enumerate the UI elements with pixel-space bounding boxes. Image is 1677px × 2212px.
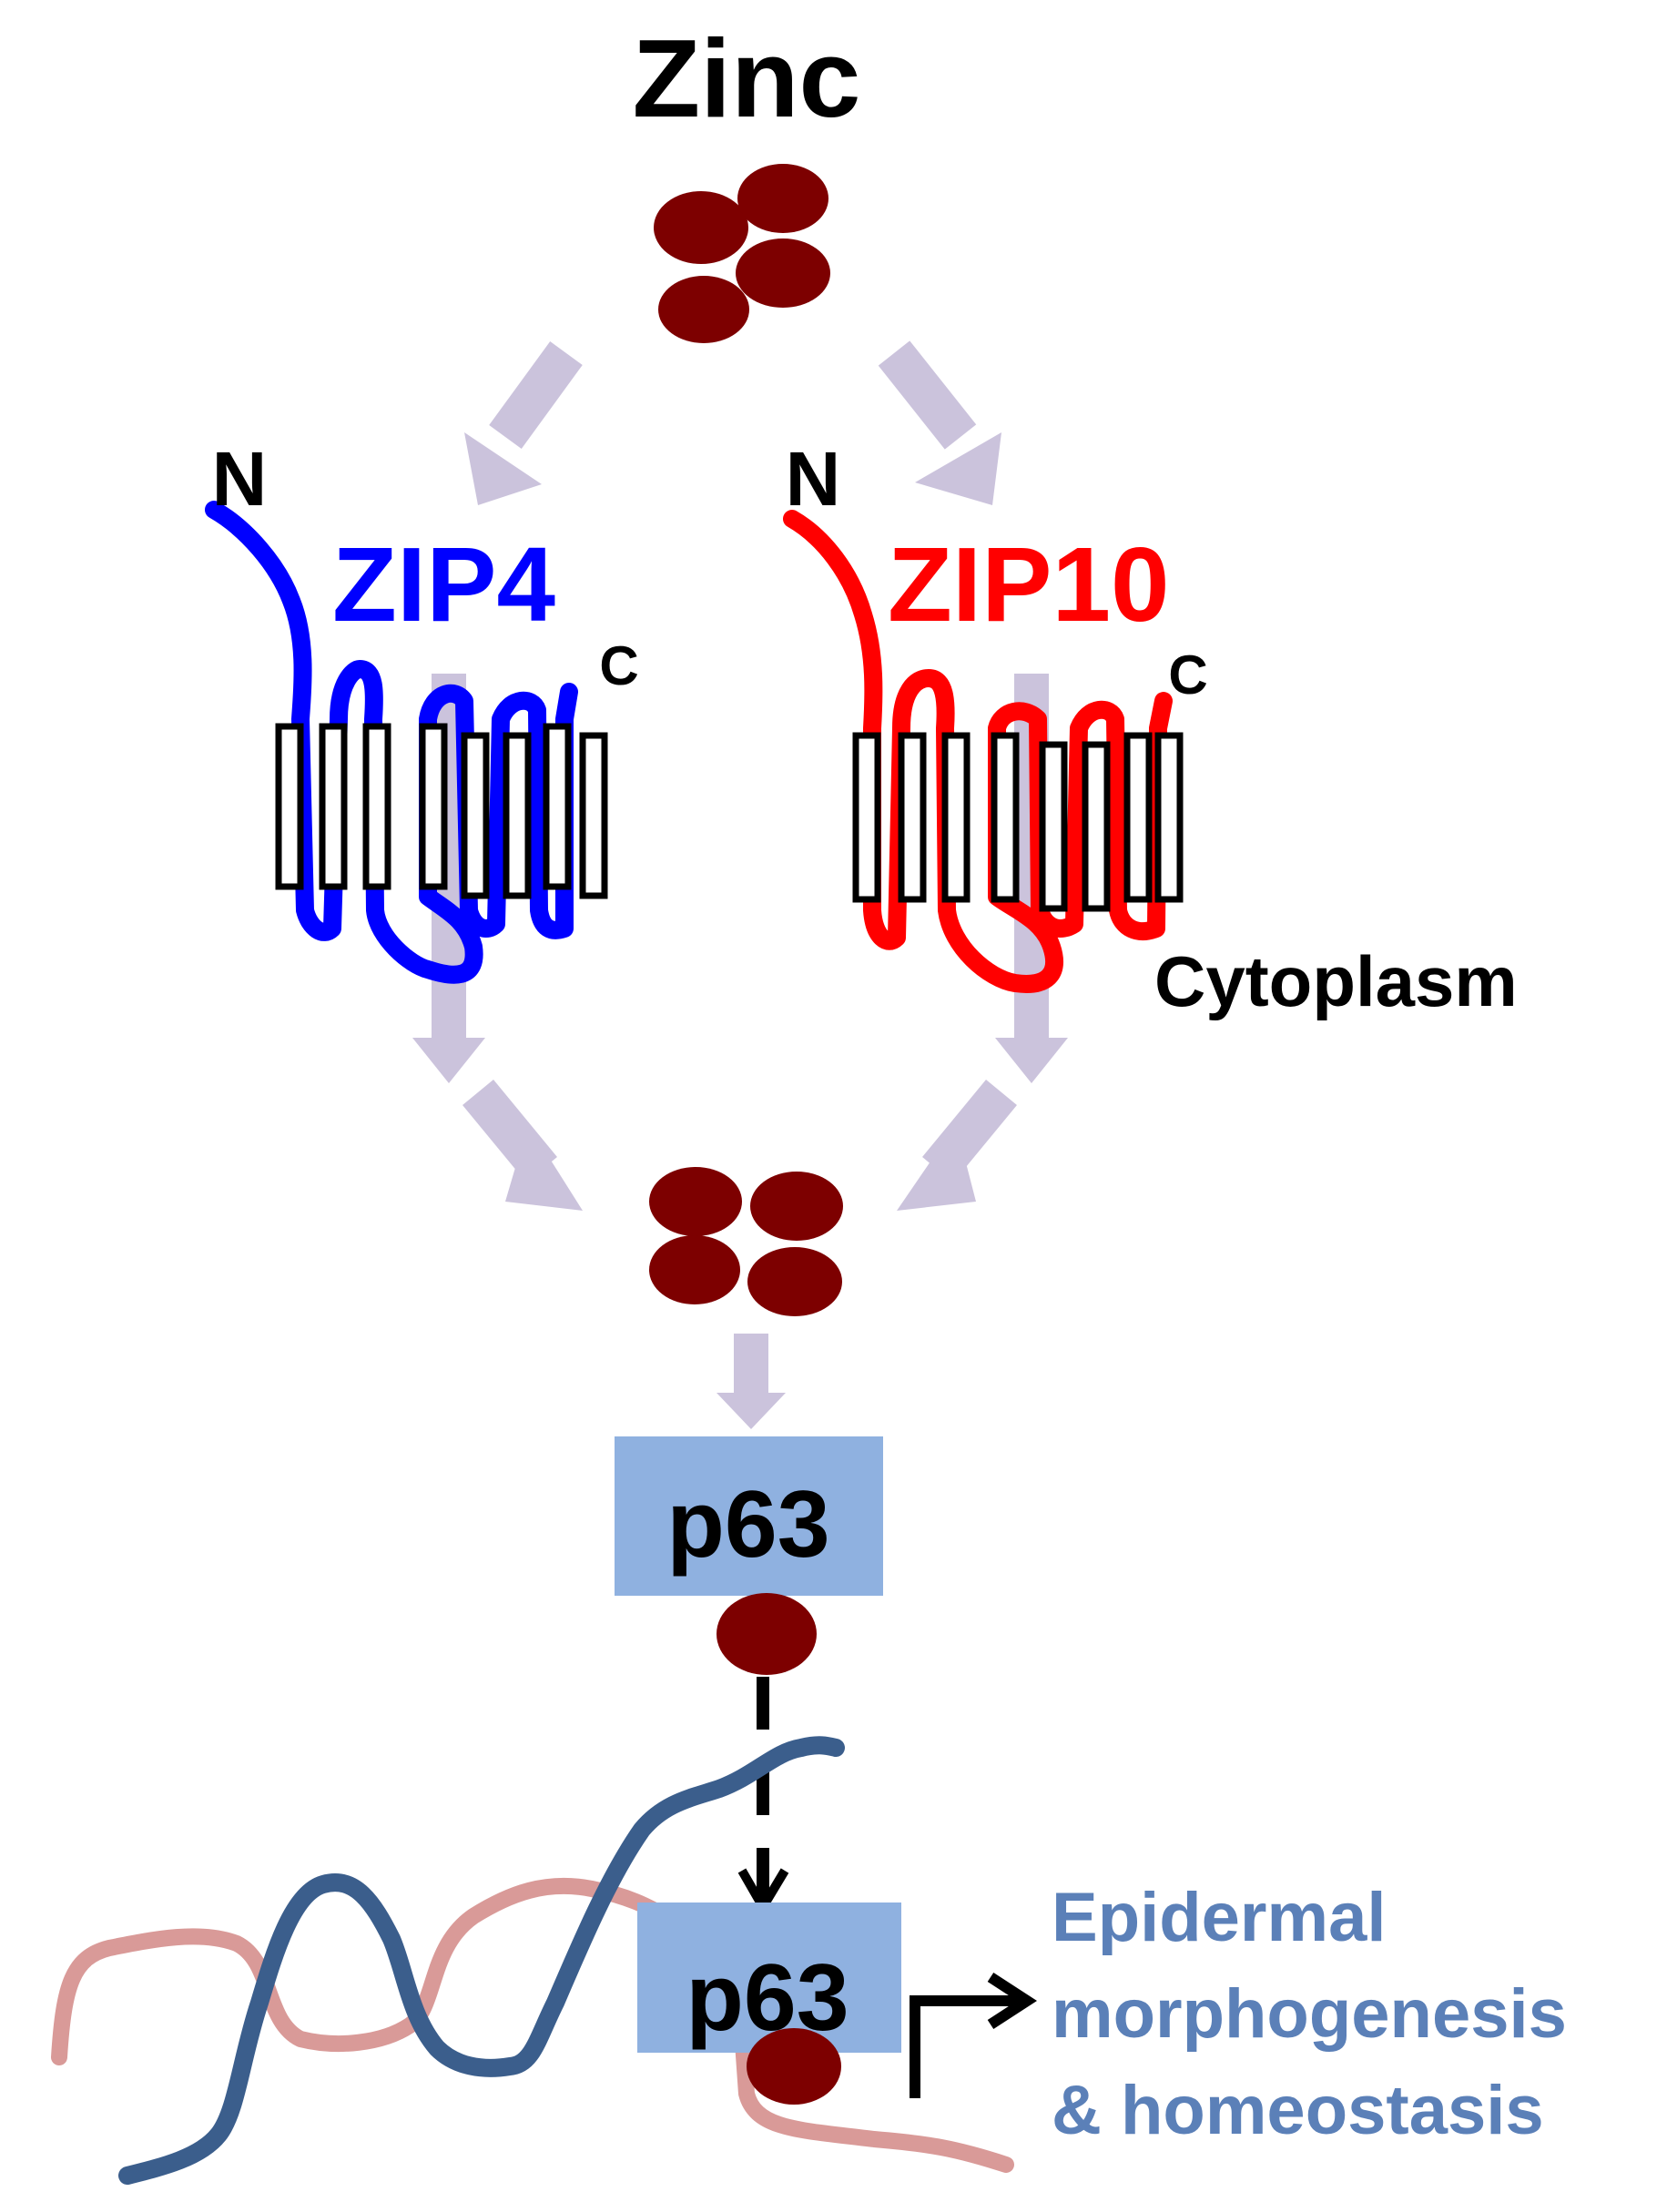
zip4-tm-helix	[319, 723, 348, 890]
outcome-line-3: & homeostasis	[1052, 2072, 1544, 2149]
zip4-c-terminus-label: C	[599, 635, 638, 696]
zinc-ion	[747, 1247, 842, 1316]
p63-box	[615, 1436, 883, 1596]
outcome-line-2: morphogenesis	[1052, 1975, 1567, 2053]
zip4-polypeptide-chain	[205, 501, 578, 984]
zinc-ion	[658, 276, 749, 343]
p63-dna-bound-zinc	[747, 2028, 841, 2105]
zip4-transporter: N ZIP4 C	[205, 436, 639, 984]
cytoplasm-label: Cytoplasm	[1154, 941, 1518, 1021]
zinc-to-p63-arrow	[717, 1334, 786, 1429]
zip10-tm-helix	[1154, 732, 1184, 903]
p63-label: p63	[666, 1472, 829, 1578]
zinc-ion	[736, 238, 830, 308]
zip10-tm-helix	[852, 732, 881, 903]
dna-strand-light	[51, 1877, 1014, 2173]
zip10-c-terminus-label: C	[1168, 644, 1207, 705]
zip4-n-terminus-label: N	[212, 436, 268, 522]
zinc-title: Zinc	[633, 16, 861, 140]
zip4-tm-helix	[419, 723, 448, 890]
extracellular-zinc-cluster	[654, 164, 830, 343]
zip10-tm-helix	[1123, 732, 1153, 903]
zip4-tm-helix	[503, 732, 532, 899]
p63-dna-bound-box	[637, 1903, 901, 2053]
cytoplasm-arrow-right	[897, 1080, 1017, 1211]
zip10-n-terminus-label: N	[786, 436, 841, 522]
dna-strand-dark	[118, 1736, 845, 2185]
zip4-label: ZIP4	[332, 525, 555, 644]
zip10-tm-helix	[898, 732, 927, 903]
zip4-tm-helix	[579, 732, 608, 899]
zip10-tm-helix	[1082, 741, 1111, 912]
cytoplasm-arrow-left	[462, 1080, 583, 1211]
transcription-start-arrow	[910, 1972, 1038, 2098]
uptake-arrow-right	[878, 340, 1001, 505]
zip4-tm-helix	[543, 723, 572, 890]
zip4-tm-helix	[362, 723, 391, 890]
nuclear-translocation-arrow	[737, 1677, 789, 1916]
zip10-transporter: N ZIP10 C	[783, 436, 1208, 993]
zip10-tm-helix	[991, 732, 1020, 903]
zip10-tm-helix	[941, 732, 971, 903]
zip10-label: ZIP10	[888, 525, 1169, 644]
p63-dna-bound-label: p63	[686, 1945, 849, 2051]
outcome-line-1: Epidermal	[1052, 1879, 1386, 1956]
uptake-arrow-left	[464, 341, 583, 505]
intracellular-zinc-cluster	[649, 1167, 843, 1316]
zip10-tm-helix	[1039, 741, 1068, 912]
zip4-tm-helix	[461, 732, 490, 899]
zinc-ion	[649, 1167, 742, 1236]
zinc-ion	[737, 164, 828, 233]
p63-bound-zinc	[717, 1593, 817, 1675]
zip10-polypeptide-chain	[783, 510, 1173, 993]
zinc-ion	[750, 1172, 843, 1241]
zip4-tm-helix	[275, 723, 304, 890]
zinc-ion	[654, 191, 748, 264]
zinc-ion	[649, 1235, 740, 1304]
